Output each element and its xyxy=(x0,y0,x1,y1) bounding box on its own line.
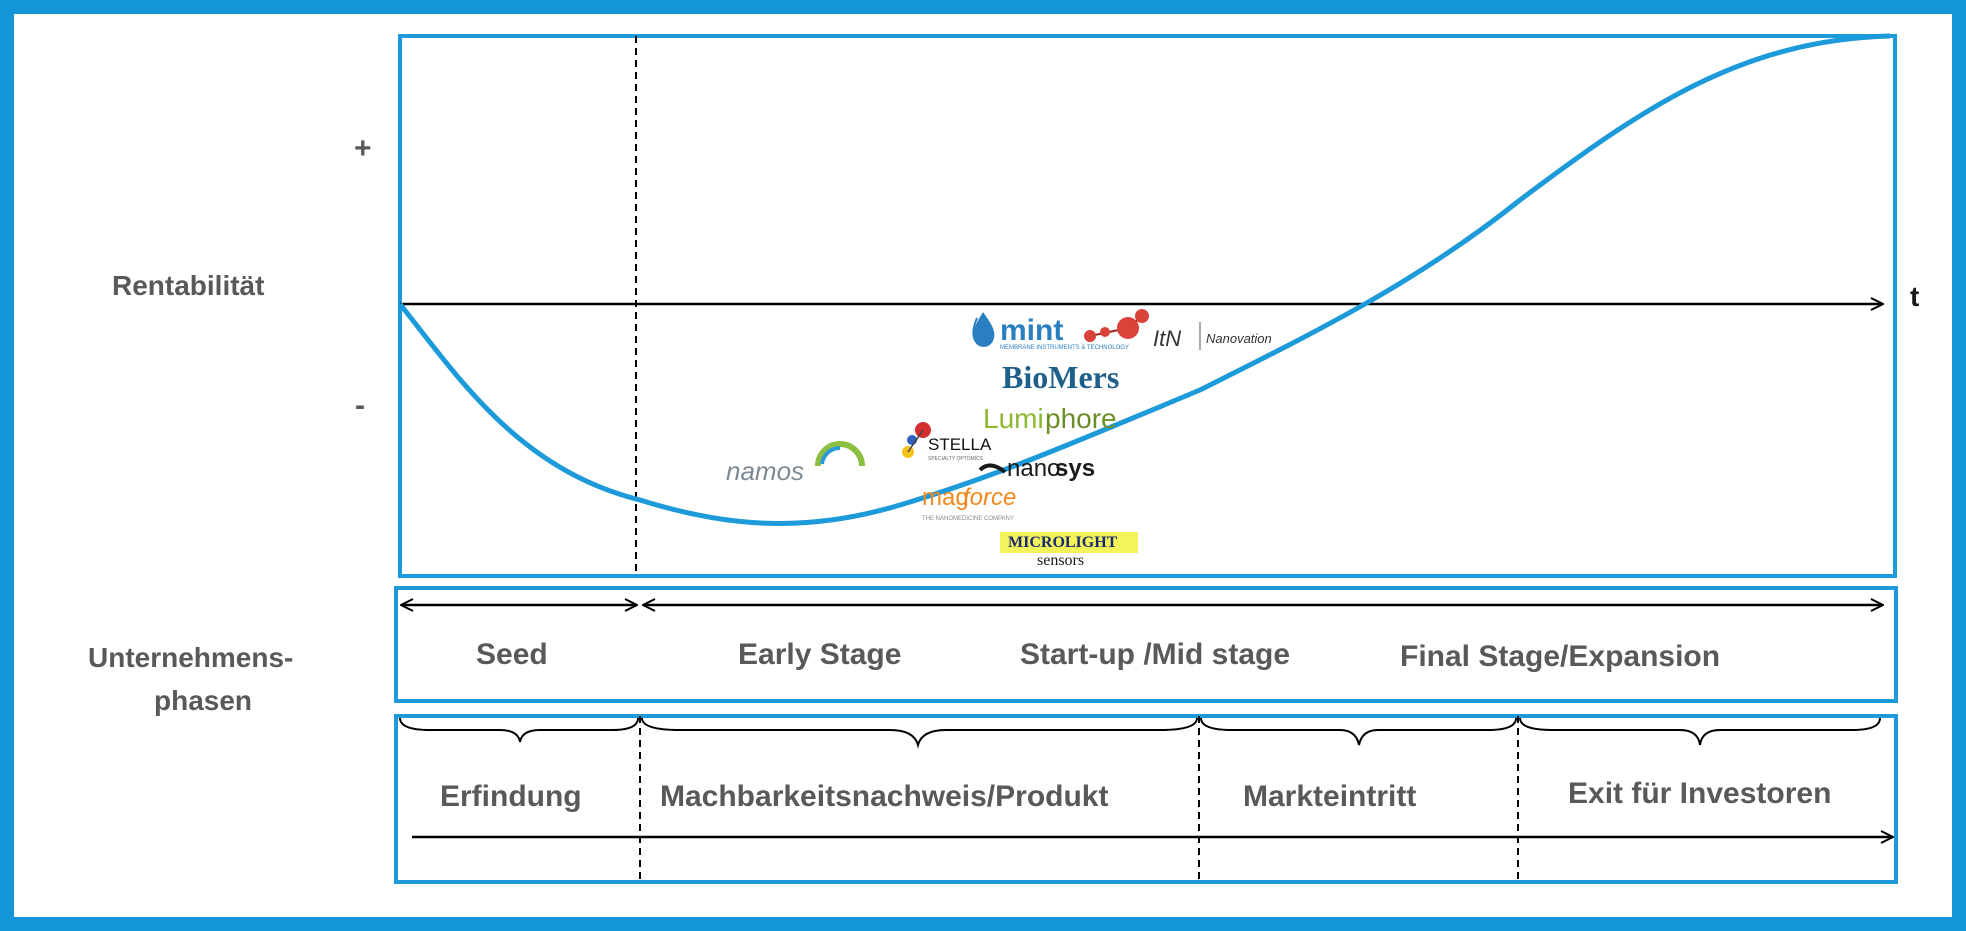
magforce-logo: mag force THE NANOMEDICINE COMPANY xyxy=(922,484,1016,522)
lumiphore-logo: Lumi phore xyxy=(983,403,1117,434)
svg-text:SPECIALTY OPTOMICS: SPECIALTY OPTOMICS xyxy=(928,456,984,462)
milestone-label-exit: Exit für Investoren xyxy=(1568,777,1831,810)
phase-label-startup-mid: Start-up /Mid stage xyxy=(1020,638,1290,671)
svg-text:mint: mint xyxy=(1000,314,1063,347)
swoosh-icon xyxy=(978,463,1007,474)
svg-text:ItN: ItN xyxy=(1153,326,1181,351)
phases-box xyxy=(394,586,1898,703)
microlight-logo: MICROLIGHT sensors xyxy=(1000,532,1138,569)
brace-markteintritt xyxy=(1200,717,1517,746)
biomers-logo: BioMers xyxy=(1002,359,1119,395)
svg-text:sensors: sensors xyxy=(1037,552,1084,569)
phase-label-final-expansion: Final Stage/Expansion xyxy=(1400,640,1720,673)
phase-label-early-stage: Early Stage xyxy=(738,638,901,671)
svg-text:namos: namos xyxy=(726,456,804,486)
milestone-label-machbarkeit: Machbarkeitsnachweis/Produkt xyxy=(660,780,1108,813)
milestones-box xyxy=(394,714,1898,884)
phases-title-line1: Unternehmens- xyxy=(88,642,293,673)
svg-text:force: force xyxy=(963,484,1016,511)
namos-logo: namos xyxy=(726,441,865,486)
svg-text:MEMBRANE INSTRUMENTS & TECHNOL: MEMBRANE INSTRUMENTS & TECHNOLOGY xyxy=(1000,345,1129,351)
svg-text:Nanovation: Nanovation xyxy=(1206,331,1272,346)
time-axis-label: t xyxy=(1910,281,1919,312)
svg-text:THE NANOMEDICINE COMPANY: THE NANOMEDICINE COMPANY xyxy=(922,516,1014,522)
phase-label-seed: Seed xyxy=(476,638,548,671)
svg-text:MICROLIGHT: MICROLIGHT xyxy=(1008,534,1118,551)
y-axis-minus: - xyxy=(355,389,365,422)
brace-exit xyxy=(1519,717,1881,746)
mint-logo: mint MEMBRANE INSTRUMENTS & TECHNOLOGY xyxy=(972,312,1129,351)
phases-title-line2: phasen xyxy=(154,685,252,716)
brace-machbarkeit xyxy=(641,717,1198,749)
brace-erfindung xyxy=(399,717,639,743)
svg-text:nano: nano xyxy=(1007,455,1060,482)
nanosys-logo: nano sys xyxy=(978,455,1095,482)
stella-logo: STELLA SPECIALTY OPTOMICS xyxy=(902,422,992,462)
svg-text:STELLA: STELLA xyxy=(928,435,992,454)
milestone-label-erfindung: Erfindung xyxy=(440,780,582,813)
itn-logo: ItN Nanovation xyxy=(1084,309,1272,351)
profitability-curve xyxy=(398,33,1891,526)
svg-text:Lumi: Lumi xyxy=(983,403,1044,434)
arc-icon xyxy=(815,441,865,467)
svg-text:sys: sys xyxy=(1055,455,1095,482)
svg-text:phore: phore xyxy=(1045,403,1117,434)
svg-text:mag: mag xyxy=(922,484,969,511)
molecule-icon xyxy=(1084,330,1096,342)
y-axis-plus: + xyxy=(354,132,372,165)
milestone-label-markteintritt: Markteintritt xyxy=(1243,780,1416,813)
y-axis-title: Rentabilität xyxy=(112,270,264,301)
water-drop-icon xyxy=(972,312,995,347)
